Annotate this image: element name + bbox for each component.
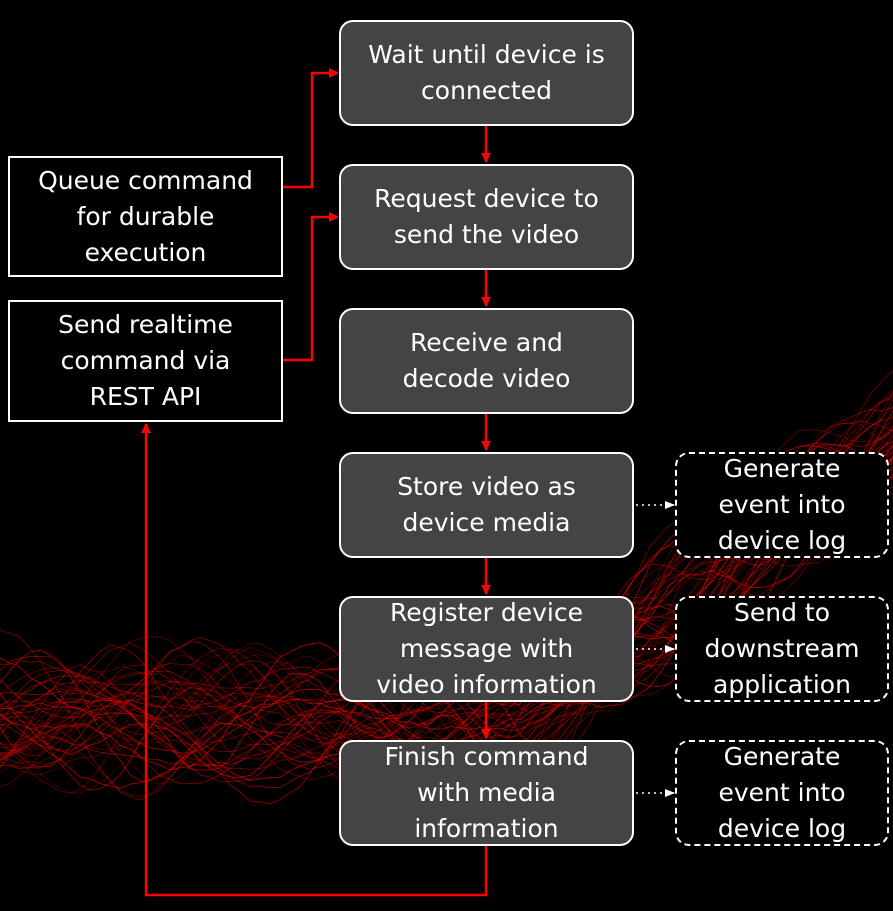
trigger-queue-command: Queue command for durable execution xyxy=(8,156,283,277)
step-receive-decode: Receive and decode video xyxy=(339,308,634,414)
effect-generate-event-1: Generate event into device log xyxy=(675,452,889,558)
step-request-video: Request device to send the video xyxy=(339,164,634,270)
trigger-realtime-command: Send realtime command via REST API xyxy=(8,300,283,422)
step-register-message: Register device message with video infor… xyxy=(339,596,634,702)
effect-send-downstream: Send to downstream application xyxy=(675,596,889,702)
step-finish-command: Finish command with media information xyxy=(339,740,634,846)
step-wait-connected: Wait until device is connected xyxy=(339,20,634,126)
wave-line xyxy=(0,390,893,794)
step-store-media: Store video as device media xyxy=(339,452,634,558)
effect-generate-event-2: Generate event into device log xyxy=(675,740,889,846)
